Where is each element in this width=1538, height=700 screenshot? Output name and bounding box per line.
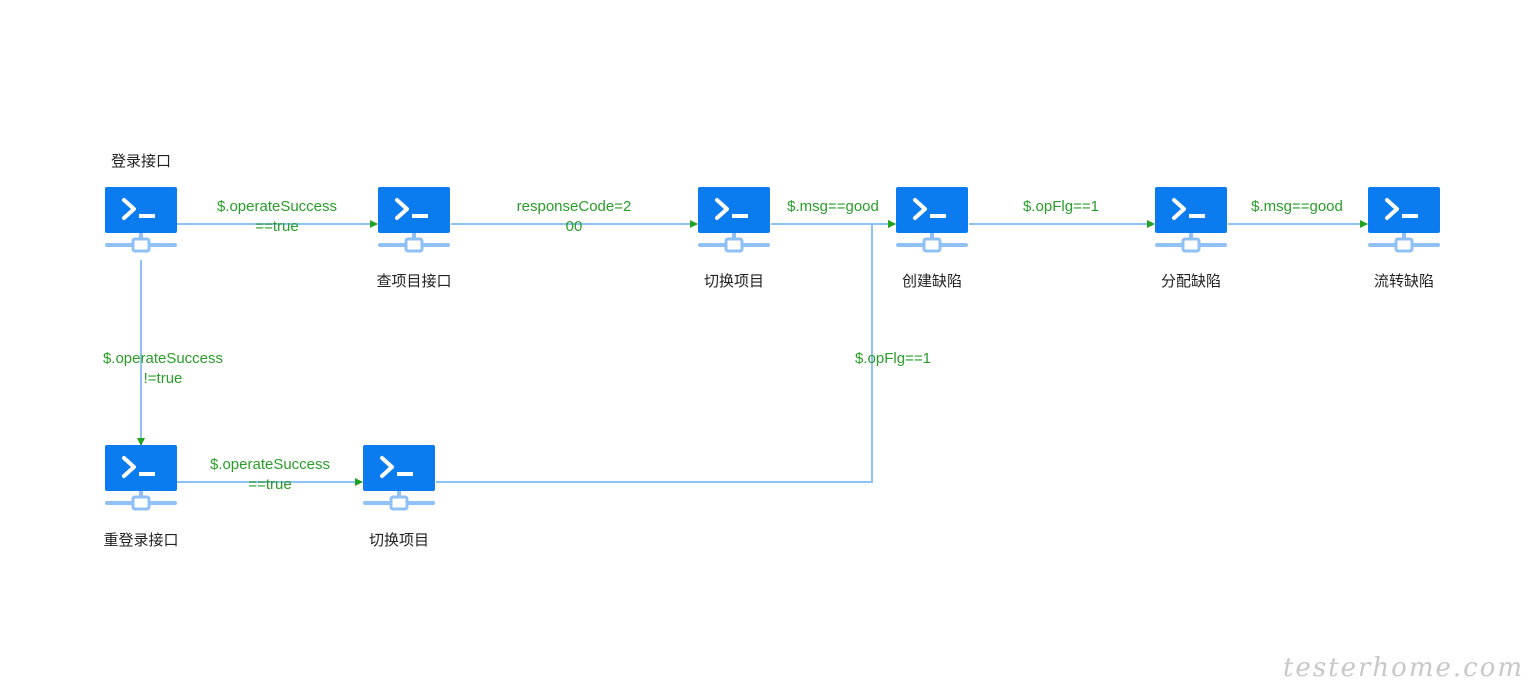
node-relogin[interactable]: 重登录接口	[103, 443, 179, 549]
terminal-network-icon	[361, 443, 437, 511]
terminal-network-icon	[103, 443, 179, 511]
edges	[137, 220, 1368, 486]
node-label: 切换项目	[369, 531, 429, 549]
edge-switch-project-2-to-create-defect[interactable]	[436, 220, 896, 483]
node-switch-project-2[interactable]: 切换项目	[361, 443, 437, 549]
edge-label-line: $.operateSuccess	[217, 198, 337, 215]
node-assign-defect[interactable]: 分配缺陷	[1153, 185, 1229, 290]
node-query-project[interactable]: 查项目接口	[376, 185, 452, 290]
node-label: 查项目接口	[376, 272, 451, 290]
node-create-defect[interactable]: 创建缺陷	[894, 185, 970, 290]
node-label: 分配缺陷	[1161, 272, 1221, 290]
edge-label-line: responseCode=2	[517, 198, 632, 215]
edge-label-line: ==true	[248, 476, 291, 493]
node-switch-project[interactable]: 切换项目	[696, 185, 772, 290]
edge-labels: $.operateSuccess ==true responseCode=2 0…	[103, 198, 1343, 493]
terminal-network-icon	[696, 185, 772, 253]
node-label: 流转缺陷	[1374, 272, 1434, 290]
watermark: testerhome.com	[1283, 653, 1524, 683]
terminal-network-icon	[1153, 185, 1229, 253]
node-label: 创建缺陷	[902, 272, 962, 290]
node-label: 登录接口	[111, 152, 171, 170]
edge-label-line: 00	[566, 218, 583, 235]
edge-label-line: $.opFlg==1	[855, 350, 931, 367]
node-label: 重登录接口	[103, 531, 178, 549]
edge-label-line: $.opFlg==1	[1023, 198, 1099, 215]
terminal-network-icon	[103, 185, 179, 253]
node-label: 切换项目	[704, 272, 764, 290]
terminal-network-icon	[1366, 185, 1442, 253]
edge-label-line: !=true	[144, 370, 183, 387]
node-login[interactable]: 登录接口	[103, 152, 179, 253]
edge-label-line: $.operateSuccess	[210, 456, 330, 473]
edge-label-line: $.msg==good	[1251, 198, 1343, 215]
terminal-network-icon	[376, 185, 452, 253]
edge-label-line: $.operateSuccess	[103, 350, 223, 367]
edge-label-line: ==true	[255, 218, 298, 235]
edge-label-line: $.msg==good	[787, 198, 879, 215]
terminal-network-icon	[894, 185, 970, 253]
node-transfer-defect[interactable]: 流转缺陷	[1366, 185, 1442, 290]
nodes: 登录接口 查项目接口 切换项目 创建缺陷 分配缺陷 流转缺陷	[103, 152, 1442, 549]
